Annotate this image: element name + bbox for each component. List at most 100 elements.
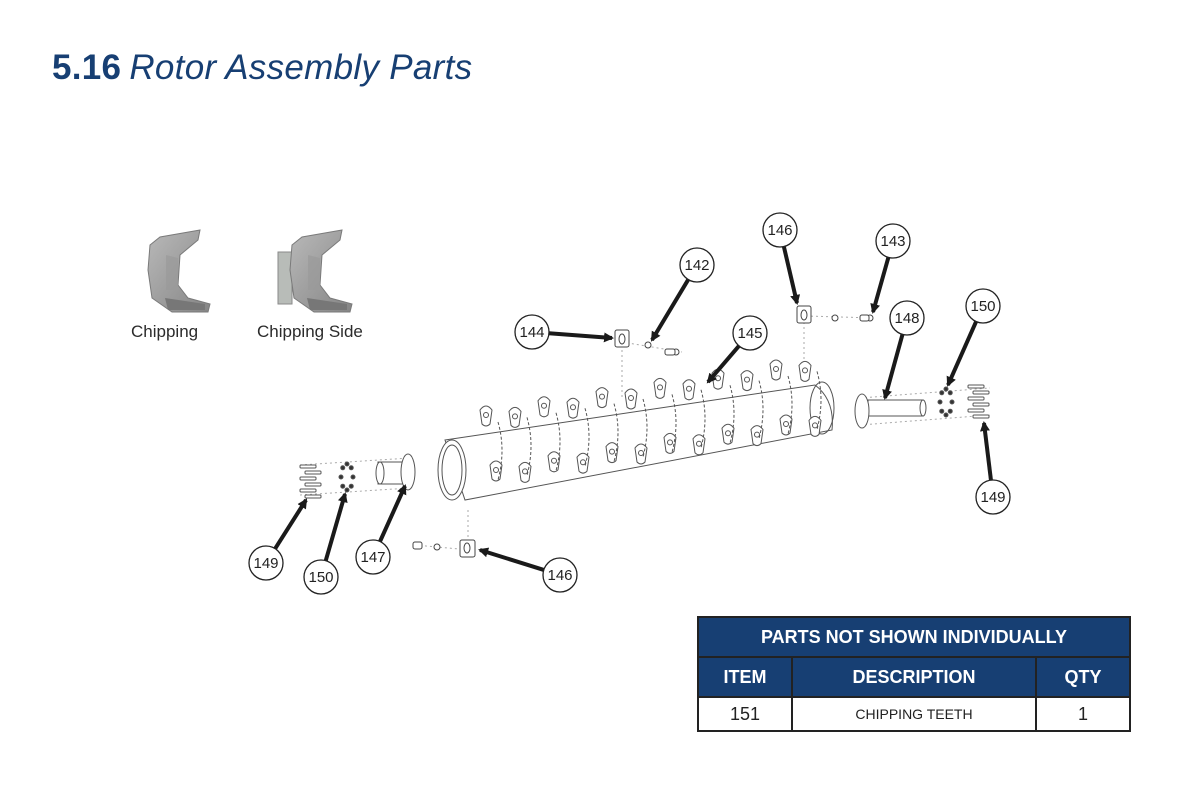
thumbnail-label-chipping: Chipping <box>131 322 199 341</box>
callout-circle <box>965 288 1001 324</box>
table-row: 151 CHIPPING TEETH 1 <box>697 696 1131 732</box>
right-shaft-assembly <box>854 384 990 429</box>
left-shaft-assembly <box>299 453 416 499</box>
tooth-bolt <box>570 404 576 411</box>
callout-arrow <box>882 333 905 400</box>
section-title: Rotor Assembly Parts <box>129 48 473 87</box>
nut <box>344 461 350 467</box>
callout-circle <box>889 300 925 336</box>
callout-arrow <box>323 492 348 562</box>
callout-143: 143 <box>875 223 911 259</box>
qty-cell: 1 <box>1035 696 1131 732</box>
table-title: PARTS NOT SHOWN INDIVIDUALLY <box>697 616 1131 658</box>
callout-arrow <box>946 320 978 387</box>
rotor-tooth <box>489 460 503 482</box>
stud <box>967 384 985 389</box>
callout-arrow <box>378 484 407 543</box>
nut <box>939 408 945 414</box>
stud <box>299 488 317 493</box>
stud <box>972 402 990 407</box>
tooth-bolt <box>802 367 808 374</box>
rotor-tooth <box>769 359 783 381</box>
callout-arrow <box>478 547 545 572</box>
callout-label: 149 <box>980 489 1005 506</box>
stud <box>299 476 317 481</box>
callout-label: 150 <box>970 298 995 315</box>
section-number: 5.16 <box>52 48 122 87</box>
callout-circle <box>732 315 768 351</box>
tooth-bolt <box>773 366 779 372</box>
rotor-tooth <box>605 442 619 464</box>
nut <box>348 483 354 489</box>
rotor-tooth <box>547 451 561 473</box>
rotor-tooth <box>692 434 706 456</box>
tooth-bolt <box>512 413 518 420</box>
column-header-qty: QTY <box>1035 656 1131 698</box>
callout-arrow <box>781 246 801 305</box>
callout-150: 150 <box>965 288 1001 324</box>
stud <box>304 470 322 475</box>
description-cell: CHIPPING TEETH <box>791 696 1037 732</box>
nut <box>350 474 356 480</box>
callout-label: 142 <box>684 257 709 274</box>
callout-arrow <box>273 498 308 550</box>
rotor-tooth <box>576 452 590 474</box>
callout-arrow <box>548 331 614 343</box>
stud <box>972 390 990 395</box>
exploded-parts <box>412 305 874 558</box>
callout-circle <box>679 247 715 283</box>
rotor-tooth <box>798 360 812 382</box>
tooth-bolt <box>744 376 750 383</box>
callout-147: 147 <box>355 539 391 575</box>
rotor-teeth <box>479 359 822 483</box>
tooth-bolt <box>522 468 528 475</box>
rotor-tooth <box>518 461 532 483</box>
callout-label: 150 <box>308 569 333 586</box>
nut <box>338 474 344 480</box>
callout-149: 149 <box>248 545 284 581</box>
callout-label: 149 <box>253 555 278 572</box>
rotor-tooth <box>595 387 609 409</box>
tooth-bolt <box>754 431 760 438</box>
nut <box>340 483 346 489</box>
callout-144: 144 <box>514 314 550 350</box>
chipping-tooth-icon <box>147 229 211 313</box>
callout-145: 145 <box>732 315 768 351</box>
nut <box>937 399 943 405</box>
nut <box>943 386 949 392</box>
callout-arrow <box>980 421 993 481</box>
callout-label: 145 <box>737 325 762 342</box>
rotor-tooth <box>663 432 677 454</box>
callout-circle <box>514 314 550 350</box>
rotor-tooth <box>682 379 696 401</box>
callout-circle <box>355 539 391 575</box>
chipping-side-tooth-icon <box>277 229 353 313</box>
rotor-tooth <box>479 405 493 427</box>
callout-148: 148 <box>889 300 925 336</box>
callout-circle <box>542 557 578 593</box>
rotor-tooth <box>740 370 754 392</box>
nut <box>344 487 350 493</box>
callout-circle <box>875 223 911 259</box>
tooth-bolt <box>696 440 702 447</box>
callout-circle <box>248 545 284 581</box>
tooth-bolt <box>599 393 605 400</box>
callout-label: 147 <box>360 549 385 566</box>
tooth-bolt <box>783 421 789 427</box>
rotor-tooth <box>634 443 648 465</box>
stud <box>967 408 985 413</box>
nut <box>947 390 953 396</box>
tooth-bolt <box>657 384 663 391</box>
callout-146: 146 <box>542 557 578 593</box>
callout-arrow <box>650 278 690 342</box>
item-cell: 151 <box>697 696 793 732</box>
tooth-bolt <box>686 385 692 392</box>
nut <box>340 465 346 471</box>
stud <box>972 414 990 419</box>
nut <box>949 399 955 405</box>
rotor-tooth <box>808 415 822 437</box>
callout-150: 150 <box>303 559 339 595</box>
callout-label: 148 <box>894 310 919 327</box>
